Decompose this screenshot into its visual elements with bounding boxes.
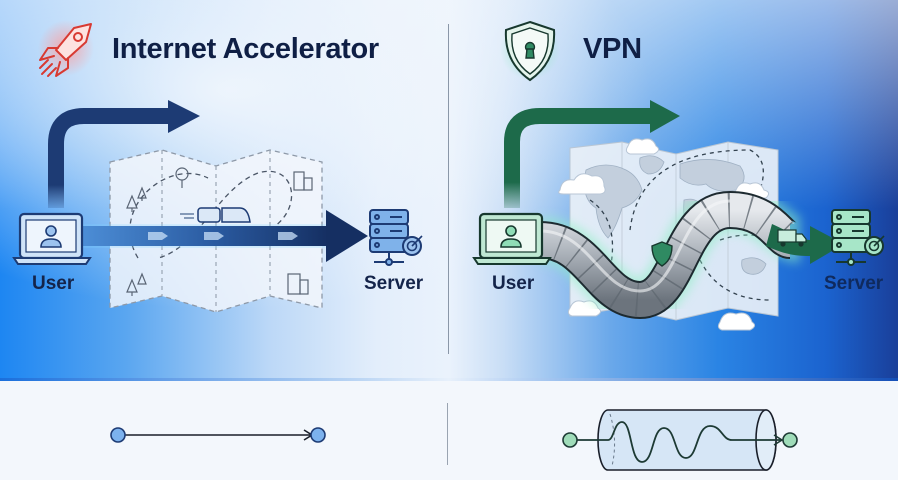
left-server-label: Server: [364, 273, 424, 294]
direct-connection-diagram: [110, 427, 326, 443]
server-icon: [369, 209, 423, 266]
right-server-label: Server: [824, 273, 884, 294]
user-laptop-icon-vpn: [472, 212, 552, 265]
tunnel-connection-diagram: [562, 409, 798, 471]
section-separator: [0, 378, 898, 381]
start-node: [110, 427, 126, 443]
rocket-icon: [38, 20, 94, 77]
vpn-tunnel: [537, 186, 844, 324]
truck-icon: [777, 229, 807, 247]
shield-keyhole-icon: [500, 20, 560, 82]
target-icon: [402, 235, 423, 256]
bypass-arrow-vpn: [504, 100, 680, 208]
bottom-divider: [447, 403, 448, 465]
accelerated-route-arrow: [78, 210, 368, 262]
right-user-label: User: [492, 273, 535, 294]
left-user-label: User: [32, 273, 75, 294]
start-node-vpn: [562, 432, 578, 448]
server-icon-vpn: [831, 209, 885, 266]
accelerator-title: Internet Accelerator: [112, 33, 379, 65]
train-icon: [180, 207, 251, 223]
user-laptop-icon: [12, 212, 92, 265]
bypass-arrow: [48, 100, 200, 208]
tunnel-shield-icon: [651, 241, 673, 267]
end-node-vpn: [782, 432, 798, 448]
end-node: [310, 427, 326, 443]
vpn-title: VPN: [583, 33, 642, 65]
panel-divider: [448, 24, 449, 354]
target-icon-vpn: [864, 235, 885, 256]
